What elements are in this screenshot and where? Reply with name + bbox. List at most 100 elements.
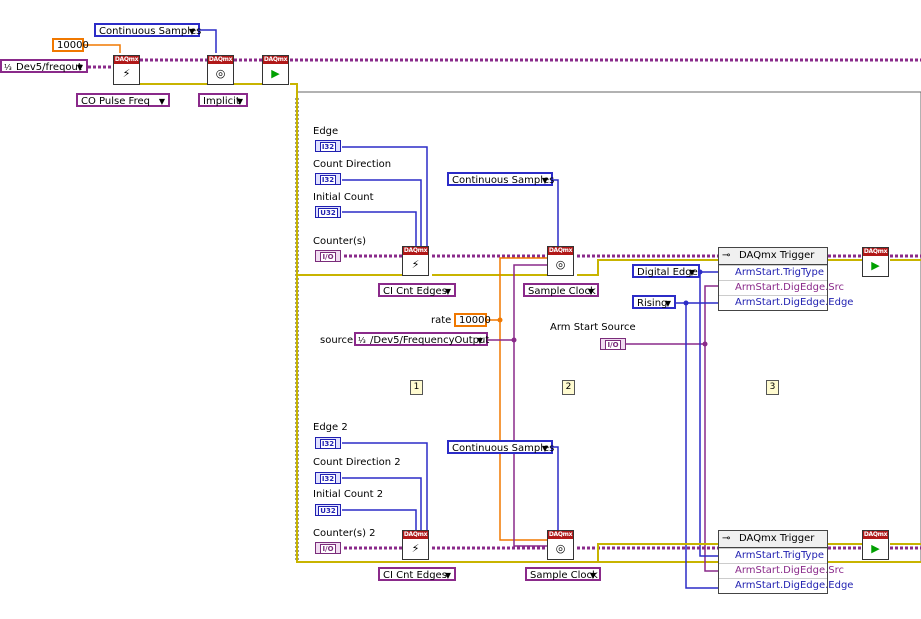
trigger-title: ⊸ DAQmx Trigger xyxy=(719,531,827,548)
create-channel-vi-2[interactable]: DAQmx ⚡ xyxy=(402,530,429,560)
initial-count-terminal[interactable]: U32 xyxy=(315,206,341,218)
i32-type-label: I32 xyxy=(319,474,337,484)
trigger-row-digedge-src[interactable]: ArmStart.DigEdge.Src xyxy=(719,280,844,295)
trigger-title-text: DAQmx Trigger xyxy=(739,533,815,544)
rate-label: rate xyxy=(431,315,452,326)
counters-terminal[interactable]: I/O xyxy=(315,250,341,262)
count-direction-label: Count Direction xyxy=(313,159,392,170)
counters-2-terminal[interactable]: I/O xyxy=(315,542,341,554)
property-node-icon: ⊸ xyxy=(722,533,731,544)
edge-2-terminal[interactable]: I32 xyxy=(315,437,341,449)
timing-icon: ◎ xyxy=(555,542,566,555)
implicit-selector[interactable]: Implicit▼ xyxy=(198,93,248,107)
continuous-samples-label: Continuous Samples xyxy=(452,175,555,186)
daqmx-header: DAQmx xyxy=(403,531,428,539)
count-direction-terminal[interactable]: I32 xyxy=(315,173,341,185)
source-label: source xyxy=(320,335,354,346)
rate-numeric-constant[interactable]: 10000 xyxy=(52,38,89,52)
physical-channel-label: Dev5/freqout xyxy=(16,62,82,73)
sample-clock-selector-2[interactable]: Sample Clock▼ xyxy=(525,567,601,581)
trigger-row-trigtype[interactable]: ArmStart.TrigType xyxy=(719,548,827,563)
ci-cnt-edges-selector-2[interactable]: CI Cnt Edges▼ xyxy=(378,567,456,581)
initial-count-label: Initial Count xyxy=(313,192,374,203)
arm-start-source-terminal[interactable]: I/O xyxy=(600,338,626,350)
initial-count-2-label: Initial Count 2 xyxy=(313,489,384,500)
rising-label: Rising xyxy=(637,298,668,309)
sample-clock-selector-1[interactable]: Sample Clock▼ xyxy=(523,283,599,297)
start-task-icon: ▶ xyxy=(871,542,880,555)
digital-edge-label: Digital Edge xyxy=(637,267,698,278)
dropdown-arrow-icon: ▼ xyxy=(236,97,243,106)
timing-vi-1[interactable]: DAQmx ◎ xyxy=(547,246,574,276)
timing-vi-2[interactable]: DAQmx ◎ xyxy=(547,530,574,560)
co-pulse-freq-label: CO Pulse Freq xyxy=(81,96,150,107)
continuous-samples-constant[interactable]: Continuous Samples▼ xyxy=(94,23,202,37)
count-direction-2-label: Count Direction 2 xyxy=(313,457,401,468)
trigger-row-digedge-src[interactable]: ArmStart.DigEdge.Src xyxy=(719,563,844,578)
initial-count-2-terminal[interactable]: U32 xyxy=(315,504,341,516)
rate-control[interactable]: 10000 xyxy=(454,313,491,327)
dropdown-arrow-icon: ▼ xyxy=(587,287,594,296)
io-name-icon: ⅓ xyxy=(4,63,12,72)
create-channel-icon: ⚡ xyxy=(411,542,420,555)
arm-start-source-label: Arm Start Source xyxy=(550,322,636,333)
daqmx-trigger-property-node-1[interactable]: ⊸ DAQmx Trigger ArmStart.TrigType ArmSta… xyxy=(718,247,853,311)
daqmx-trigger-property-node-2[interactable]: ⊸ DAQmx Trigger ArmStart.TrigType ArmSta… xyxy=(718,530,853,594)
create-channel-icon: ⚡ xyxy=(122,67,131,80)
counters-2-label: Counter(s) 2 xyxy=(313,528,376,539)
dropdown-arrow-icon: ▼ xyxy=(444,287,451,296)
i32-type-label: I32 xyxy=(319,142,337,152)
ci-cnt-edges-label: CI Cnt Edges xyxy=(383,570,447,581)
trigger-row-digedge-edge[interactable]: ArmStart.DigEdge.Edge xyxy=(719,578,853,593)
dropdown-arrow-icon: ▼ xyxy=(76,63,83,72)
timing-vi[interactable]: DAQmx ◎ xyxy=(207,55,234,85)
sample-clock-label: Sample Clock xyxy=(530,570,598,581)
dropdown-arrow-icon: ▼ xyxy=(589,571,596,580)
sequence-frame-1: 1 xyxy=(410,380,423,395)
daqmx-header: DAQmx xyxy=(403,247,428,255)
io-type-label: I/O xyxy=(605,340,621,350)
count-direction-2-terminal[interactable]: I32 xyxy=(315,472,341,484)
co-pulse-freq-selector[interactable]: CO Pulse Freq▼ xyxy=(76,93,170,107)
trigger-title: ⊸ DAQmx Trigger xyxy=(719,248,827,265)
start-task-icon: ▶ xyxy=(271,67,280,80)
io-name-icon: ⅓ xyxy=(358,336,366,345)
create-channel-vi[interactable]: DAQmx ⚡ xyxy=(113,55,140,85)
continuous-samples-label: Continuous Samples xyxy=(99,26,202,37)
start-task-vi-2[interactable]: DAQmx ▶ xyxy=(862,530,889,560)
physical-channel-constant[interactable]: ⅓ Dev5/freqout▼ xyxy=(0,59,88,73)
property-node-icon: ⊸ xyxy=(722,250,731,261)
source-control[interactable]: ⅓ /Dev5/FrequencyOutput▼ xyxy=(354,332,489,346)
timing-icon: ◎ xyxy=(555,258,566,271)
edge-terminal[interactable]: I32 xyxy=(315,140,341,152)
u32-type-label: U32 xyxy=(318,506,338,516)
i32-type-label: I32 xyxy=(319,439,337,449)
u32-type-label: U32 xyxy=(318,208,338,218)
digital-edge-constant[interactable]: Digital Edge▼ xyxy=(632,264,700,278)
sequence-frame-2: 2 xyxy=(562,380,575,395)
sample-clock-label: Sample Clock xyxy=(528,286,596,297)
daqmx-header: DAQmx xyxy=(548,247,573,255)
daqmx-header: DAQmx xyxy=(114,56,139,64)
start-task-icon: ▶ xyxy=(871,259,880,272)
dropdown-arrow-icon: ▼ xyxy=(541,176,548,185)
start-task-vi[interactable]: DAQmx ▶ xyxy=(262,55,289,85)
trigger-title-text: DAQmx Trigger xyxy=(739,250,815,261)
daqmx-header: DAQmx xyxy=(208,56,233,64)
dropdown-arrow-icon: ▼ xyxy=(688,268,695,277)
io-type-label: I/O xyxy=(320,544,336,554)
rising-constant[interactable]: Rising▼ xyxy=(632,295,676,309)
create-channel-vi-1[interactable]: DAQmx ⚡ xyxy=(402,246,429,276)
start-task-vi-1[interactable]: DAQmx ▶ xyxy=(862,247,889,277)
trigger-row-trigtype[interactable]: ArmStart.TrigType xyxy=(719,265,827,280)
dropdown-arrow-icon: ▼ xyxy=(664,299,671,308)
trigger-row-digedge-edge[interactable]: ArmStart.DigEdge.Edge xyxy=(719,295,853,310)
ci-cnt-edges-selector-1[interactable]: CI Cnt Edges▼ xyxy=(378,283,456,297)
dropdown-arrow-icon: ▼ xyxy=(188,27,195,36)
daqmx-header: DAQmx xyxy=(548,531,573,539)
daqmx-header: DAQmx xyxy=(263,56,288,64)
continuous-samples-constant-1[interactable]: Continuous Samples▼ xyxy=(447,172,555,186)
dropdown-arrow-icon: ▼ xyxy=(541,444,548,453)
continuous-samples-constant-2[interactable]: Continuous Samples▼ xyxy=(447,440,554,454)
